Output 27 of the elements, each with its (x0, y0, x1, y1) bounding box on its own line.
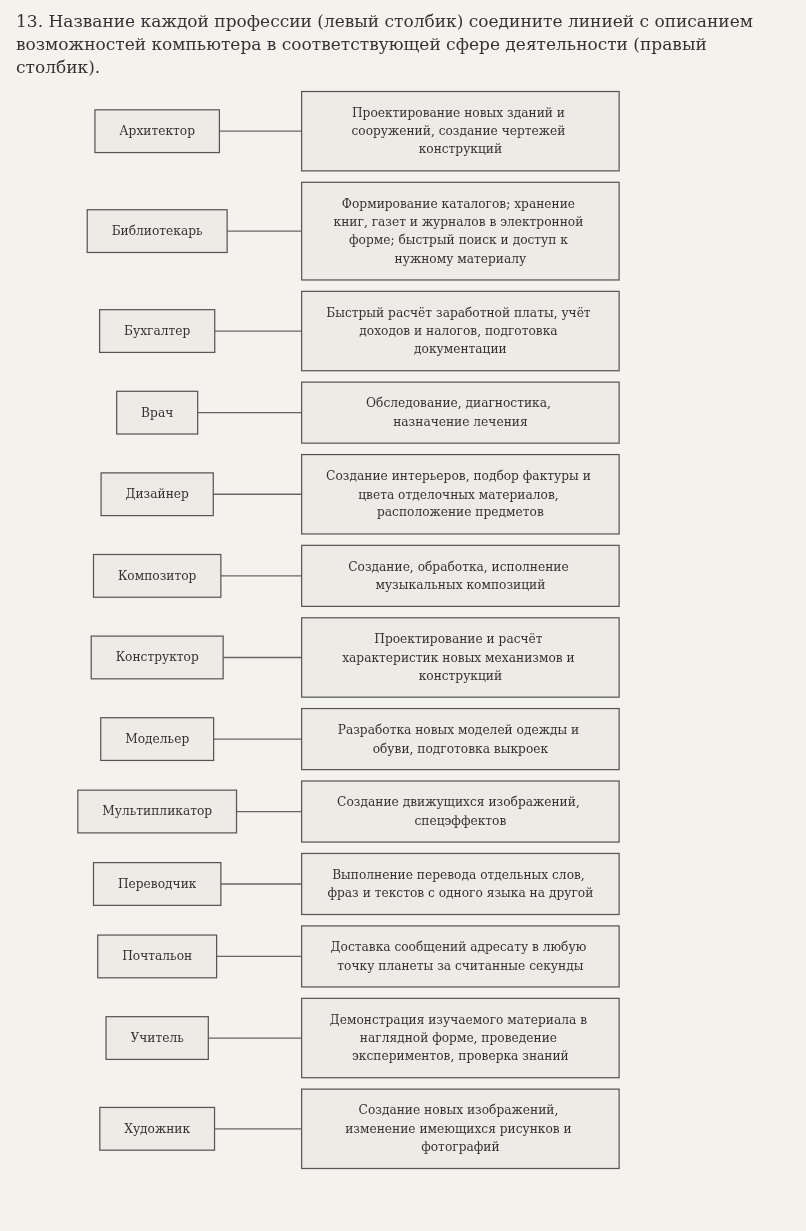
node-box: Художник (99, 1106, 216, 1151)
node-box: Создание новых изображений, изменение имеющихся рисунков и фотографий (301, 1088, 620, 1169)
node-box: Создание интерьеров, подбор фактуры и цвета отделочных материалов, расположение предметов (301, 453, 620, 535)
node-box: Демонстрация изучаемого материала в наглядной форме, проведение экспериментов, проверка знаний (301, 997, 620, 1079)
node-box: Быстрый расчёт заработной платы, учёт доходов и налогов, подготовка документации (301, 290, 620, 372)
node-box: Проектирование и расчёт характеристик новых механизмов и конструкций (301, 617, 620, 698)
node-box: Дизайнер (100, 472, 214, 517)
node-box: Переводчик (92, 861, 222, 906)
node-box: Проектирование новых зданий и сооружений, создание чертежей конструкций (301, 90, 620, 172)
node-box: Бухгалтер (99, 308, 216, 353)
node-box: Разработка новых моделей одежды и обуви, подготовка выкроек (301, 707, 620, 771)
node-box: Выполнение перевода отдельных слов, фраз и текстов с одного языка на другой (301, 852, 620, 915)
node-box: Мультипликатор (77, 789, 238, 834)
node-box: Модельер (100, 716, 215, 761)
task-heading: 13. Название каждой профессии (левый столбик) соедините линией с описанием возможностей компьютера в соответствующей сфере деятельности (правый столбик). (16, 10, 754, 79)
node-box: Почтальон (97, 934, 218, 979)
node-box: Формирование каталогов; хранение книг, газет и журналов в электронной форме; быстрый поиск и доступ к нужному материалу (301, 181, 620, 281)
node-box: Создание движущихся изображений, спецэффектов (301, 780, 620, 843)
node-box: Композитор (92, 553, 222, 598)
node-box: Библиотекарь (86, 208, 228, 253)
node-box: Создание, обработка, исполнение музыкальных композиций (301, 544, 620, 607)
node-box: Обследование, диагностика, назначение лечения (301, 381, 620, 444)
node-box: Врач (116, 390, 199, 435)
node-box: Учитель (105, 1015, 209, 1060)
node-box: Архитектор (94, 109, 220, 153)
node-box: Конструктор (90, 635, 224, 680)
node-box: Доставка сообщений адресату в любую точку планеты за считанные секунды (301, 925, 620, 988)
